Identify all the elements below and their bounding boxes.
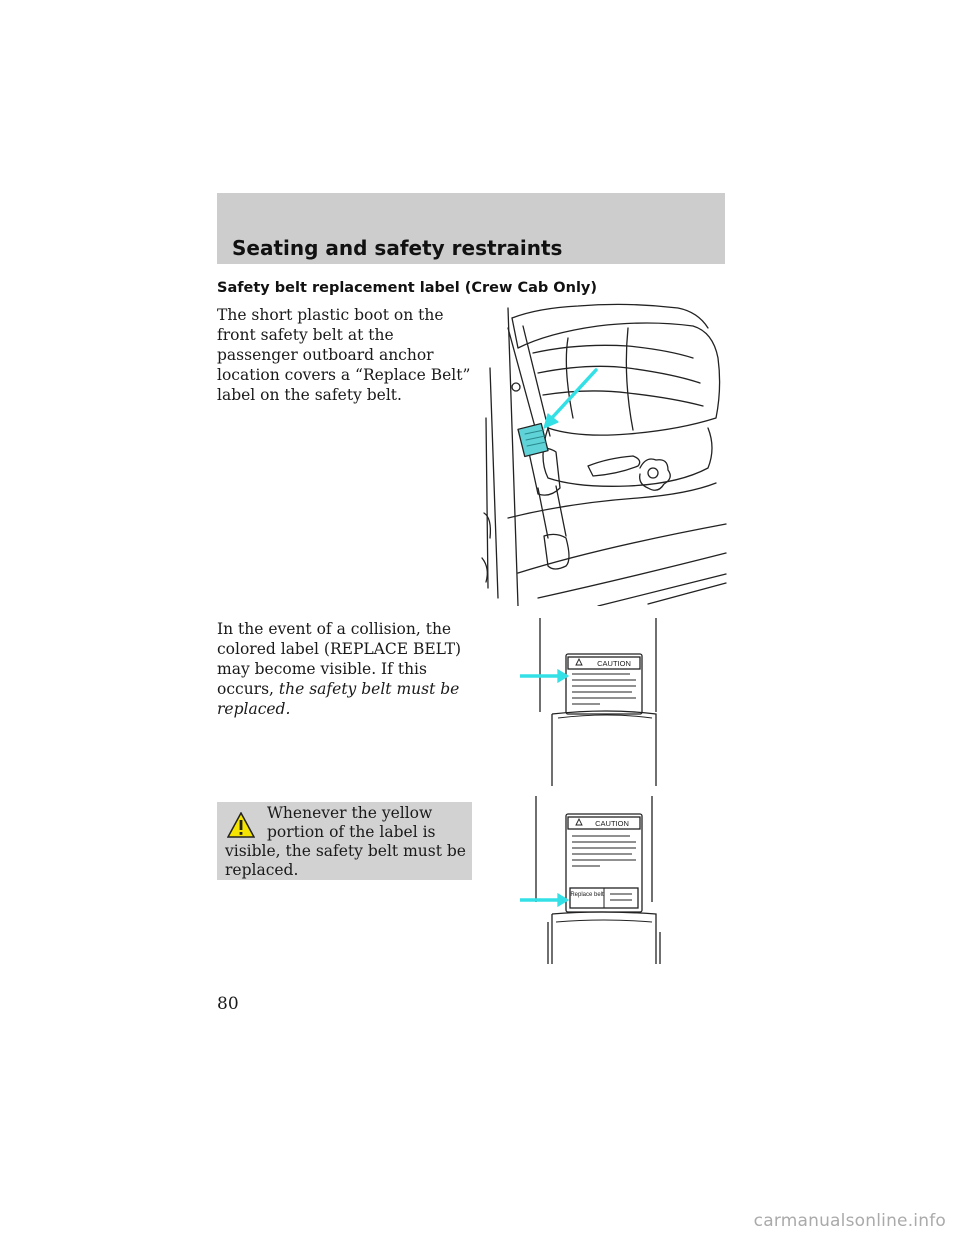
paragraph-collision: In the event of a collision, the colored… <box>217 619 472 719</box>
warning-triangle-icon <box>227 812 255 838</box>
watermark: carmanualsonline.info <box>753 1211 946 1231</box>
caution-label-text-2: CAUTION <box>595 819 629 828</box>
warning-text-content: Whenever the yellow portion of the label… <box>225 804 466 879</box>
replace-belt-label-text: Replace belt <box>570 892 604 898</box>
section-header-band <box>217 193 725 264</box>
paragraph-collision-text: In the event of a collision, the colored… <box>217 620 462 698</box>
paragraph-collision-emphasis: the safety belt must be replaced. <box>217 680 460 718</box>
paragraph-boot-description: The short plastic boot on the front safe… <box>217 306 471 404</box>
replace-belt-label-illustration: CAUTION Replace belt <box>520 796 661 964</box>
warning-box: Whenever the yellow portion of the label… <box>217 802 472 880</box>
caution-label-illustration: CAUTION <box>520 618 657 786</box>
subheading: Safety belt replacement label (Crew Cab … <box>217 280 597 296</box>
caution-label-text-1: CAUTION <box>597 659 631 668</box>
section-title: Seating and safety restraints <box>232 236 563 260</box>
page-number: 80 <box>217 994 239 1014</box>
warning-text: Whenever the yellow portion of the label… <box>217 802 470 880</box>
replace-belt-label: Replace belt <box>570 892 604 898</box>
seat-belt-boot-illustration <box>481 303 727 606</box>
